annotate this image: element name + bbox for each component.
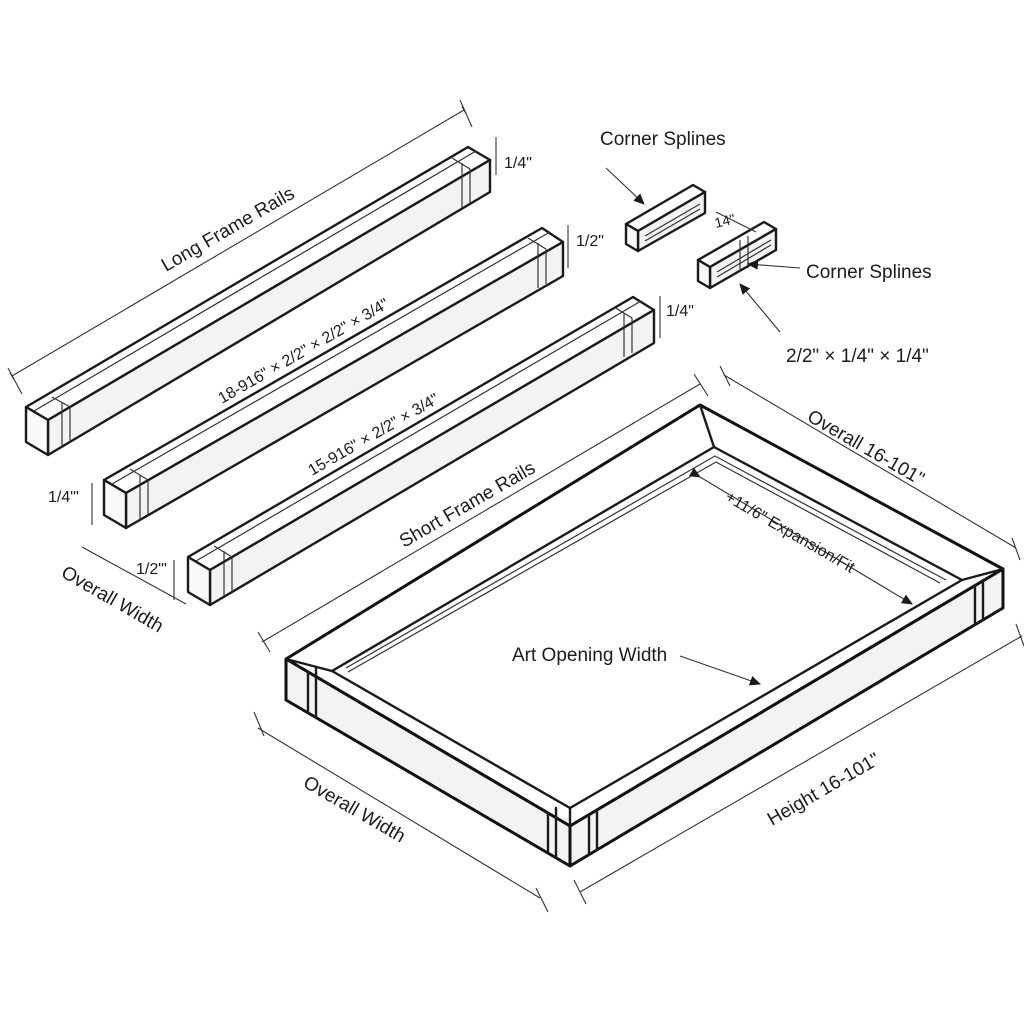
- rail2-thickness-label: 1/2": [576, 233, 604, 250]
- spline-thickness-label: 14": [713, 210, 737, 231]
- rail3-thickness-label: 1/4": [666, 303, 694, 320]
- spline-dimensions-label: 2/2" × 1/4" × 1/4": [786, 346, 929, 367]
- left-thickness-b-label: 1/2"': [136, 561, 167, 578]
- left-thickness-a-label: 1/4"': [48, 489, 79, 506]
- corner-spline-1: [624, 183, 707, 253]
- short-frame-rail: [186, 295, 656, 607]
- corner-spline-2: [696, 220, 778, 290]
- height-label: Height 16-101": [764, 749, 884, 830]
- art-opening-width-label: Art Opening Width: [512, 645, 667, 666]
- dimension-lines: [7, 99, 1024, 913]
- overall-width-bottom-label: Overall Width: [300, 772, 409, 847]
- corner-splines-side-label: Corner Splines: [806, 262, 932, 283]
- corner-splines-top-label: Corner Splines: [600, 129, 726, 150]
- rail1-thickness-label: 1/4": [504, 155, 532, 172]
- leader-arrows: [605, 167, 801, 686]
